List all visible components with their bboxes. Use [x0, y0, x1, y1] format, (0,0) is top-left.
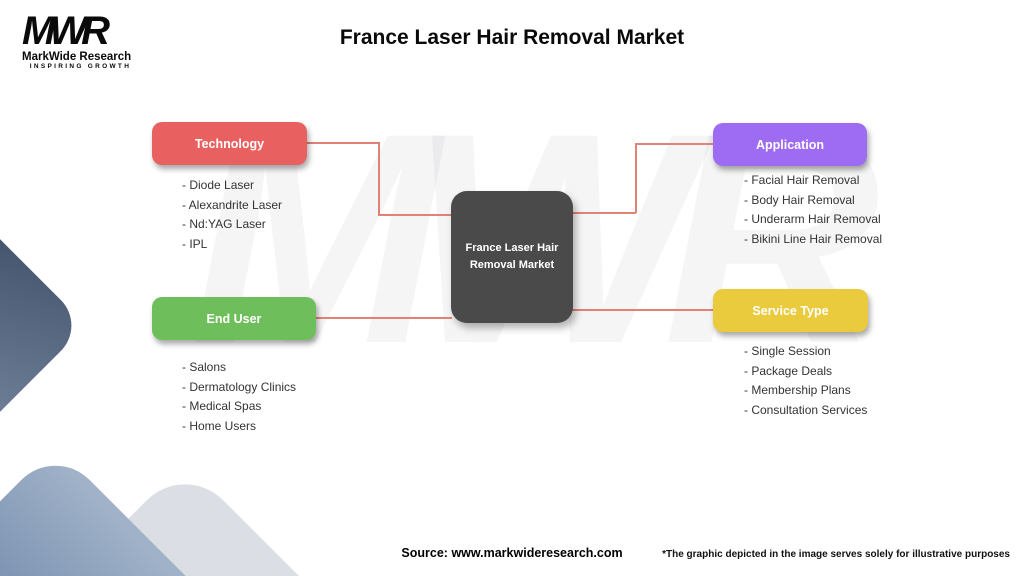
list-item: - Membership Plans — [744, 383, 851, 397]
list-item: - Alexandrite Laser — [182, 197, 283, 212]
logo-tagline: Inspiring Growth — [29, 63, 132, 70]
center-node: France Laser Hair Removal Market — [451, 191, 573, 323]
list-item: - Home Users — [182, 418, 257, 433]
connector-end-user — [315, 317, 452, 319]
list-item: - Bikini Line Hair Removal — [744, 231, 883, 246]
list-item: - Facial Hair Removal — [744, 173, 860, 187]
node-application: Application — [713, 123, 867, 166]
end-user-list: - Salons - Dermatology Clinics - Medical… — [182, 360, 296, 438]
source-url[interactable]: www.markwideresearch.com — [451, 546, 623, 560]
page-title: France Laser Hair Removal Market — [339, 26, 685, 49]
connector-application — [635, 143, 637, 213]
node-service-type: Service Type — [713, 289, 868, 332]
connector-technology — [378, 142, 380, 215]
markwide-logo: MWR MarkWide Research Inspiring Growth — [22, 9, 132, 70]
source-label: Source: — [401, 546, 448, 560]
service-type-list: - Single Session - Package Deals - Membe… — [744, 344, 867, 422]
node-end-user: End User — [152, 297, 316, 340]
connector-technology — [378, 214, 452, 216]
node-technology: Technology — [152, 122, 307, 165]
technology-list: - Diode Laser - Alexandrite Laser - Nd:Y… — [182, 178, 282, 256]
logo-name: MarkWide Research — [22, 51, 132, 63]
application-list: - Facial Hair Removal - Body Hair Remova… — [744, 173, 882, 251]
disclaimer-text: *The graphic depicted in the image serve… — [662, 549, 1010, 560]
list-item: - Package Deals — [744, 363, 833, 378]
logo-mark: MWR — [22, 9, 110, 53]
list-item: - Nd:YAG Laser — [182, 217, 266, 231]
connector-application — [572, 212, 636, 214]
list-item: - Diode Laser — [182, 178, 255, 192]
list-item: - Consultation Services — [744, 402, 868, 417]
list-item: - Salons — [182, 360, 227, 374]
list-item: - Underarm Hair Removal — [744, 212, 881, 226]
list-item: - IPL — [182, 236, 208, 251]
source-line: Source: www.markwideresearch.com — [0, 546, 1024, 560]
list-item: - Medical Spas — [182, 399, 262, 413]
list-item: - Body Hair Removal — [744, 192, 855, 207]
list-item: - Dermatology Clinics — [182, 379, 297, 394]
list-item: - Single Session — [744, 344, 831, 358]
connector-application — [635, 143, 714, 145]
connector-technology — [306, 142, 379, 144]
connector-service-type — [572, 309, 714, 311]
